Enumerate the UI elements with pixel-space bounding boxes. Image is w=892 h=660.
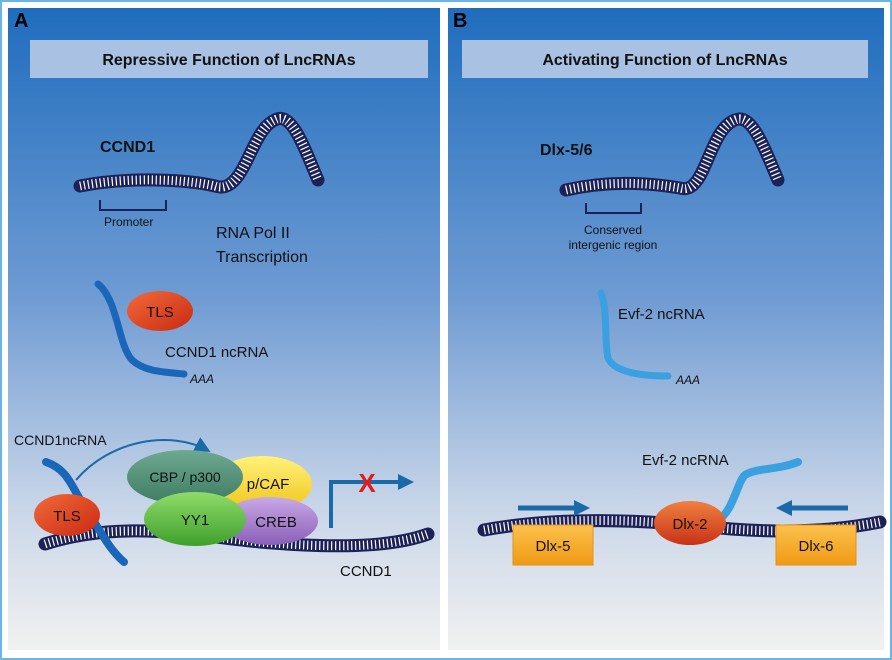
conserved-label-line2: intergenic region: [569, 238, 658, 252]
panel-b-title-box: [462, 40, 868, 78]
yy1-label: YY1: [181, 512, 209, 529]
panel-b-letter: B: [453, 10, 467, 32]
tls-bound-label: TLS: [53, 508, 81, 525]
conserved-label-line1: Conserved: [584, 223, 642, 237]
evf2-bound-ncrna: [714, 458, 802, 524]
rna-pol-label-line2: Transcription: [216, 249, 308, 266]
panel-a: A Repressive Function of LncRNAs CCND1 P…: [8, 8, 440, 650]
dlx56-dna-rungs: [565, 114, 783, 195]
ncrna-recruit-arrow: [75, 437, 211, 481]
tls-label: TLS: [146, 304, 174, 321]
polya-tail-label-b: AAA: [675, 373, 700, 387]
tls-protein-bound: [34, 494, 100, 536]
dlx2-label: Dlx-2: [672, 516, 707, 533]
promoter-label: Promoter: [104, 215, 153, 229]
transcription-start-arrow: [329, 480, 400, 528]
yy1-protein: [144, 492, 246, 546]
tls-protein: [127, 291, 193, 331]
dlx6-label: Dlx-6: [798, 538, 833, 555]
panel-a-letter: A: [14, 10, 28, 32]
rna-pol-label-line1: RNA Pol II: [216, 225, 290, 242]
panel-b: B Activating Function of LncRNAs Dlx-5/6…: [448, 8, 887, 650]
dlx5-arrowhead: [574, 500, 590, 516]
dlx6-gene-box: [775, 524, 857, 566]
polya-tail-label-a: AAA: [189, 372, 214, 386]
ccnd1-ncrna-label: CCND1 ncRNA: [165, 344, 268, 361]
dlx6-arrowhead: [776, 500, 792, 516]
panel-a-background: [8, 8, 440, 650]
promoter-bracket: [99, 200, 167, 211]
dlx2-protein: [654, 501, 726, 545]
pcaf-label: p/CAF: [247, 476, 290, 493]
cbp-p300-protein: [127, 450, 243, 504]
ccnd1-dna-rungs: [79, 114, 323, 192]
dlx5-gene-box: [512, 524, 594, 566]
evf2-ncrna-strand: [597, 289, 672, 380]
ccnd1-bottom-label: CCND1: [340, 563, 392, 580]
ccnd1-gene-label: CCND1: [100, 139, 155, 156]
dlx5-label: Dlx-5: [535, 538, 570, 555]
cbp-p300-label: CBP / p300: [149, 469, 221, 485]
ccnd1ncrna-arrow-label: CCND1ncRNA: [14, 432, 107, 448]
ccnd1-ncrna-strand: [94, 280, 188, 378]
transcription-arrowhead: [398, 474, 414, 490]
panel-a-title: Repressive Function of LncRNAs: [102, 52, 355, 69]
evf2-ncrna-label-bottom: Evf-2 ncRNA: [642, 452, 729, 469]
conserved-region-bracket: [585, 203, 642, 214]
panel-divider: [440, 8, 448, 650]
creb-protein: [222, 497, 318, 545]
evf2-ncrna-label: Evf-2 ncRNA: [618, 306, 705, 323]
dlx56-gene-label: Dlx-5/6: [540, 142, 593, 159]
panel-a-title-box: [30, 40, 428, 78]
creb-label: CREB: [255, 514, 297, 531]
block-x-mark: X: [358, 468, 376, 498]
panel-b-title: Activating Function of LncRNAs: [542, 52, 787, 69]
